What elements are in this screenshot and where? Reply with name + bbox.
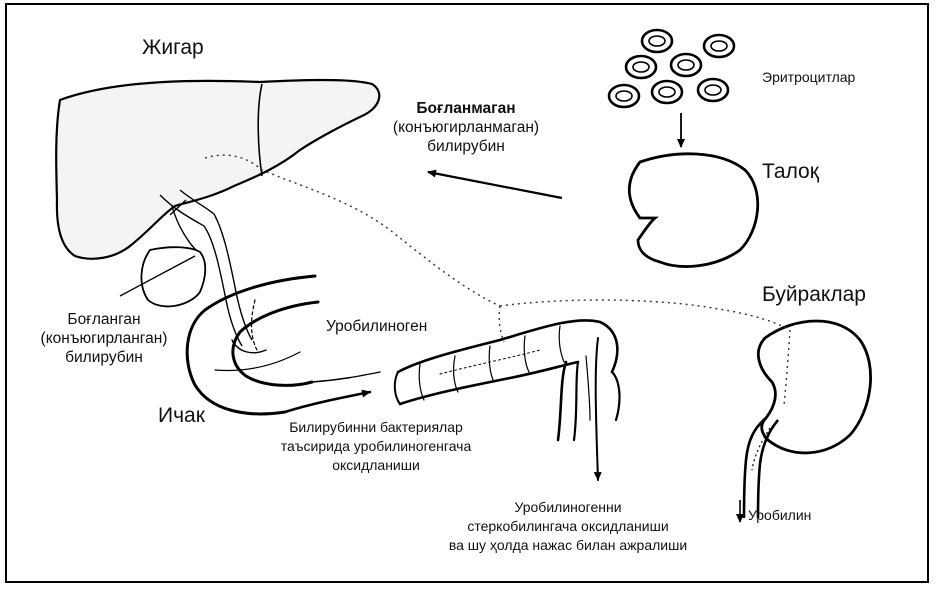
spleen-label: Талоқ [762, 160, 819, 184]
liver-label: Жигар [142, 36, 204, 60]
stercobilin-line-1: Уробилиногенни [412, 498, 724, 517]
intestine-label: Ичак [158, 404, 205, 428]
oxidation-line-1: Билирубинни бактериялар [256, 418, 496, 437]
kidneys-label: Буйраклар [762, 283, 866, 307]
erythrocytes-label: Эритроцитлар [762, 68, 855, 87]
oxidation-line-2: таъсирида уробилиногенгача [256, 437, 496, 456]
conjugated-line-1: Боғланган [22, 310, 186, 329]
stercobilin-line-2: стеркобилингача оксидланиши [412, 517, 724, 536]
stercobilin-line-3: ва шу ҳолда нажас билан ажралиши [412, 536, 724, 555]
unconjugated-bilirubin-label: Боғланмаган (конъюгирланмаган) билирубин [378, 99, 554, 156]
kidney-shape [740, 321, 871, 522]
intestine-shape [187, 276, 380, 414]
urobilinogen-label: Уробилиноген [326, 317, 427, 336]
spleen-to-liver-arrow [428, 172, 562, 198]
stercobilin-excretion-label: Уробилиногенни стеркобилингача оксидлани… [412, 498, 724, 555]
unconjugated-line-2: (конъюгирланмаган) [378, 118, 554, 137]
bacterial-oxidation-label: Билирубинни бактериялар таъсирида уробил… [256, 418, 496, 475]
urobilin-label: Уробилин [748, 506, 811, 525]
conjugated-line-2: (конъюгирланган) [22, 329, 186, 348]
oxidation-line-3: оксидланиши [256, 456, 496, 475]
unconjugated-line-1: Боғланмаган [378, 99, 554, 118]
conjugated-line-3: билирубин [22, 348, 186, 367]
liver-shape [56, 80, 379, 306]
unconjugated-line-3: билирубин [378, 137, 554, 156]
erythrocytes-icon [609, 30, 734, 107]
conjugated-bilirubin-label: Боғланган (конъюгирланган) билирубин [22, 310, 186, 367]
spleen-shape [629, 154, 757, 267]
